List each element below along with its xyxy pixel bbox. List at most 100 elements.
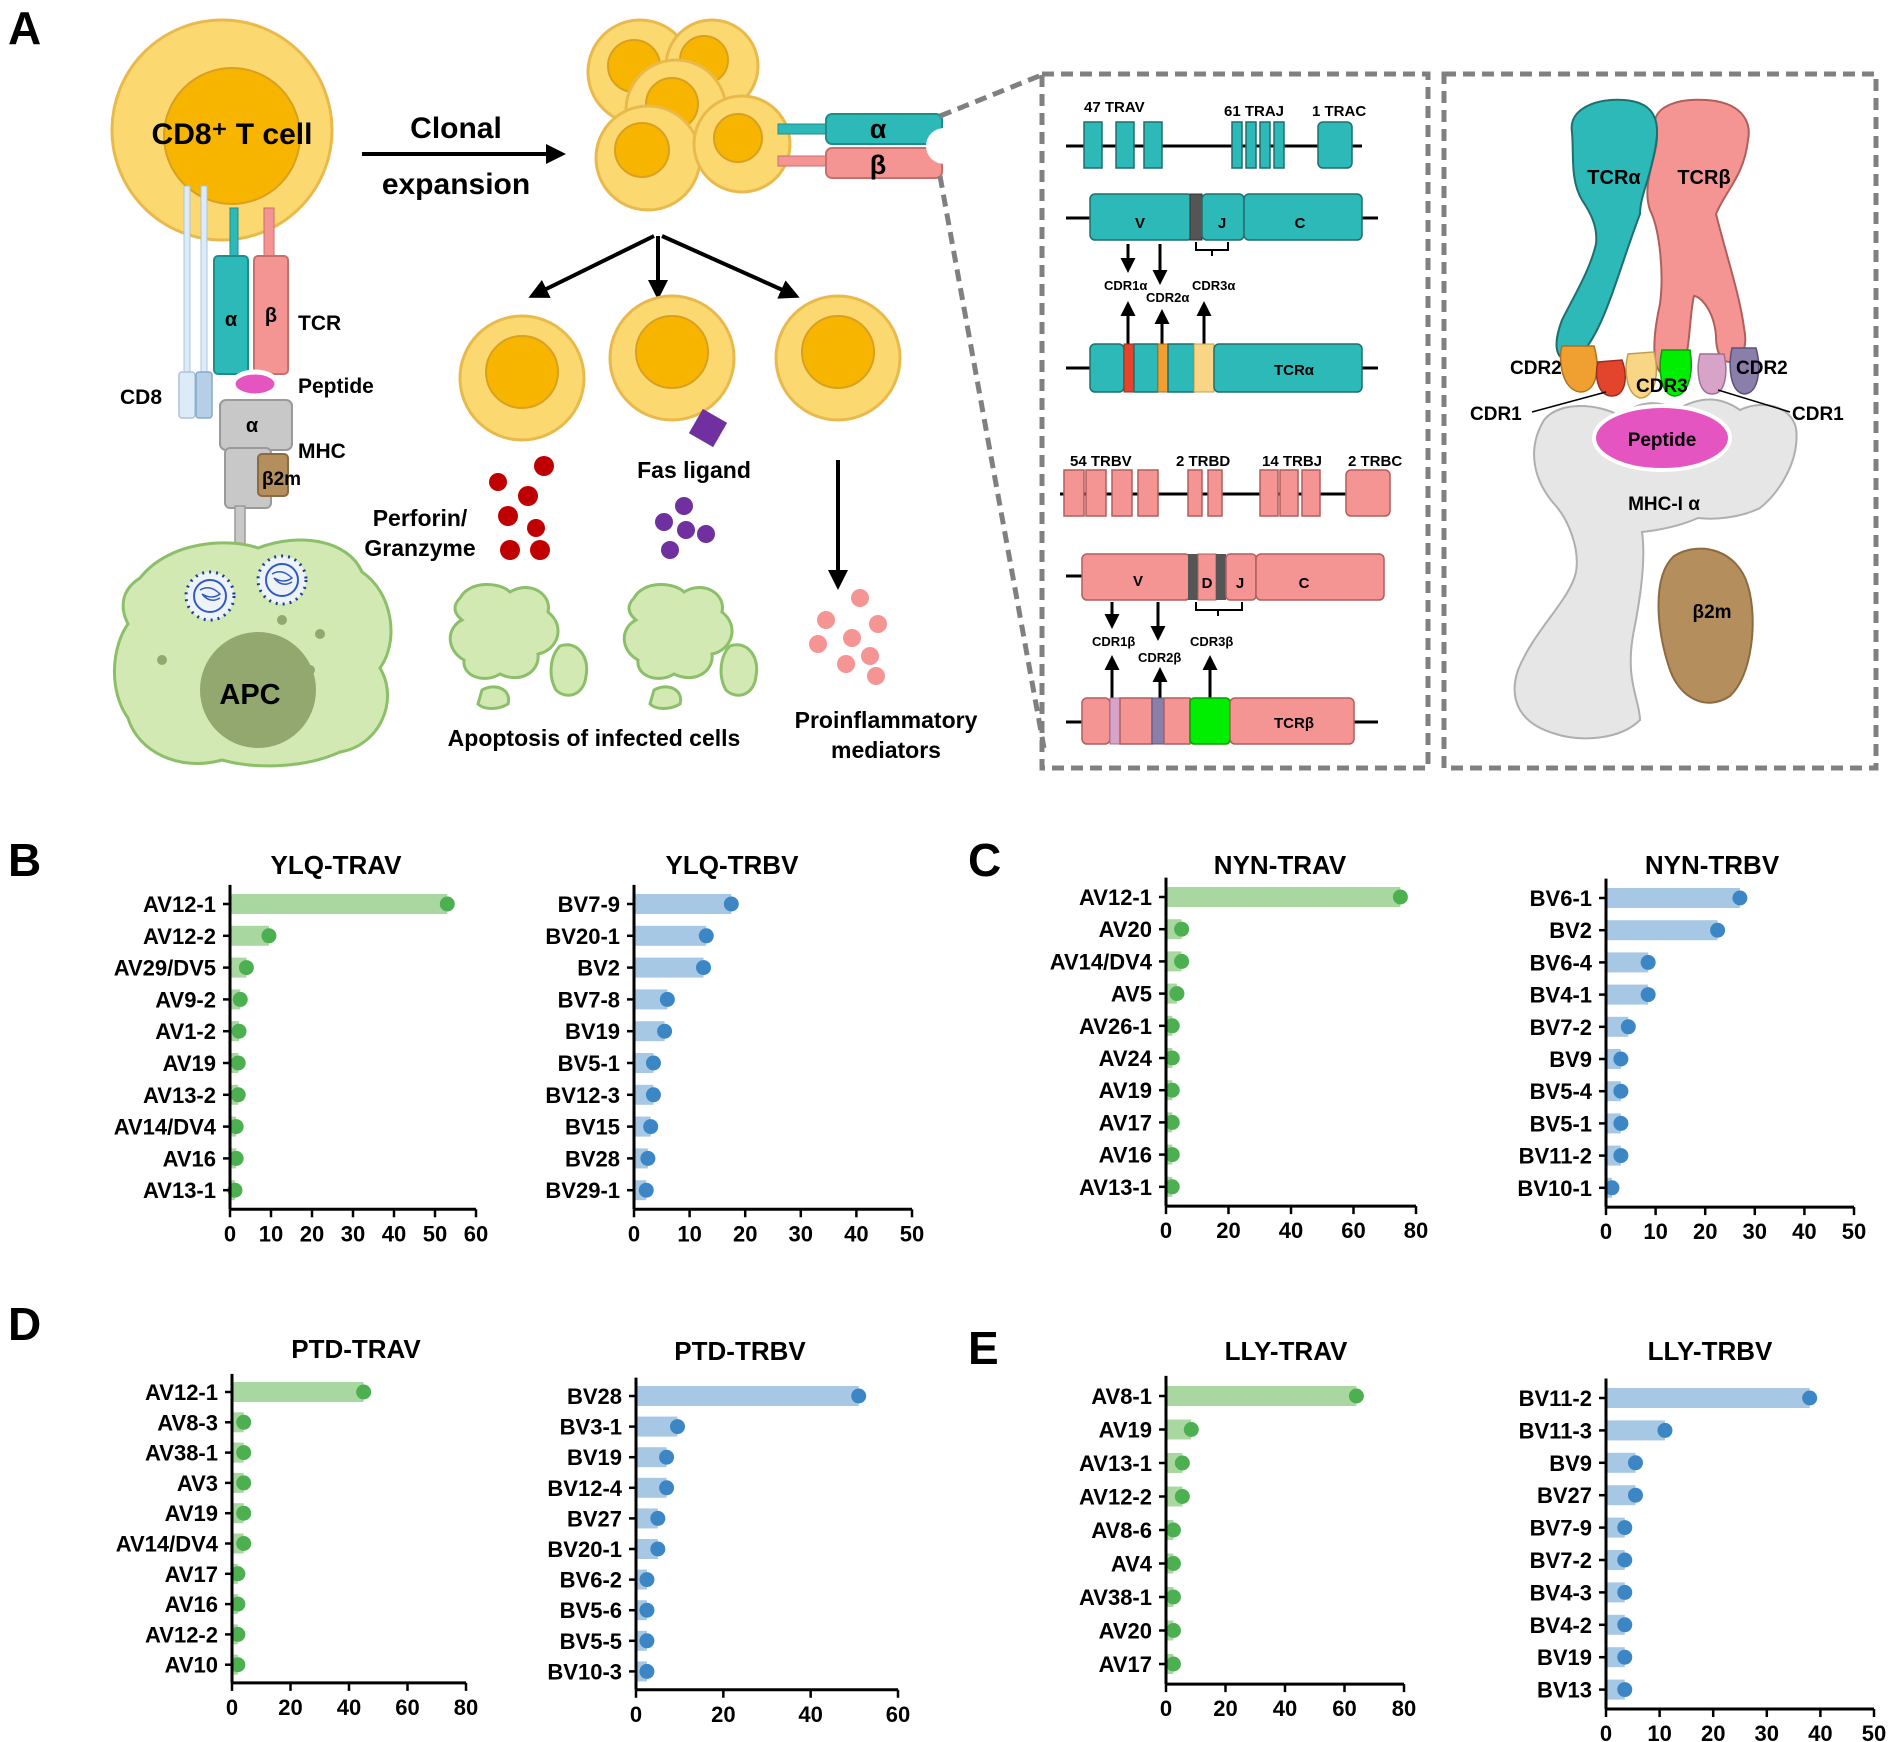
x-tick-label: 0 <box>1160 1218 1172 1243</box>
category-label: AV16 <box>1099 1143 1152 1168</box>
x-tick-label: 40 <box>382 1221 406 1246</box>
panel-label-c: C <box>968 834 1001 886</box>
tcr-alpha-chain <box>213 255 249 375</box>
struct-b2m-label: β2m <box>1692 602 1731 623</box>
chart-point <box>1627 1455 1643 1471</box>
trbj-label: 14 TRBJ <box>1262 453 1322 470</box>
chart-point <box>1174 1489 1190 1504</box>
x-tick-label: 40 <box>1273 1696 1297 1721</box>
chart-point <box>1617 1584 1633 1600</box>
panel-label-b: B <box>8 834 41 886</box>
chart-point <box>650 1510 666 1526</box>
chart-point <box>659 1449 675 1465</box>
gene-segment-box <box>1039 71 1431 771</box>
x-tick-label: 20 <box>1701 1721 1725 1742</box>
chart-point <box>236 1475 252 1491</box>
cd8-domain-2 <box>195 371 213 419</box>
category-label: AV19 <box>163 1051 216 1076</box>
x-tick-label: 40 <box>844 1221 868 1246</box>
category-label: AV16 <box>163 1146 216 1171</box>
traj-label: 61 TRAJ <box>1224 103 1284 120</box>
x-tick-label: 50 <box>900 1221 924 1246</box>
trbd-label: 2 TRBD <box>1176 453 1230 470</box>
beta-d-label: D <box>1202 575 1213 592</box>
chart-point <box>439 896 455 912</box>
chart-lly-trbv: LLY-TRBVBV11-2BV11-3BV9BV27BV7-9BV7-2BV4… <box>1519 1336 1887 1742</box>
x-tick-label: 0 <box>630 1702 642 1727</box>
cd8-stalk-2 <box>200 185 208 377</box>
x-tick-label: 0 <box>628 1221 640 1246</box>
chart-point <box>639 1602 655 1618</box>
tcr-beta-protein <box>1081 697 1355 745</box>
cdr1b-label: CDR1β <box>1092 634 1135 649</box>
chart-bar <box>636 1416 678 1437</box>
x-tick-label: 10 <box>677 1221 701 1246</box>
x-tick-label: 80 <box>1404 1218 1428 1243</box>
chart-point <box>1164 1114 1180 1130</box>
beta-rearranged <box>1081 553 1385 601</box>
mediators-label: mediators <box>831 737 941 763</box>
alpha-v-label: V <box>1135 215 1145 232</box>
category-label: BV5-1 <box>1530 1111 1592 1136</box>
chart-point <box>851 1388 867 1404</box>
x-tick-label: 60 <box>464 1221 488 1246</box>
chart-title: PTD-TRBV <box>674 1336 806 1366</box>
x-tick-label: 0 <box>1600 1721 1612 1742</box>
category-label: AV12-2 <box>143 924 216 949</box>
tcr-beta-stalk <box>263 207 275 259</box>
cdr3b-label: CDR3β <box>1190 634 1233 649</box>
category-label: BV10-1 <box>1517 1176 1592 1201</box>
chart-point <box>232 991 248 1007</box>
chart-title: NYN-TRBV <box>1645 850 1780 880</box>
category-label: BV5-4 <box>1530 1079 1593 1104</box>
chart-point <box>1169 986 1185 1002</box>
cdr2-loop-alpha <box>1559 345 1598 393</box>
perforin-label: Perforin/ <box>373 505 468 531</box>
category-label: BV27 <box>1537 1483 1592 1508</box>
category-label: AV12-1 <box>1079 885 1152 910</box>
x-tick-label: 20 <box>278 1695 302 1720</box>
chart-bar <box>1606 984 1649 1005</box>
category-label: AV19 <box>1099 1078 1152 1103</box>
panel-label-a: A <box>8 2 41 54</box>
chart-point <box>723 896 739 912</box>
category-label: BV19 <box>565 1019 620 1044</box>
chart-point <box>645 1087 661 1103</box>
chart-point <box>1392 889 1408 905</box>
category-label: BV9 <box>1549 1047 1592 1072</box>
granzyme-label: Granzyme <box>364 535 475 561</box>
category-label: AV13-1 <box>143 1178 216 1203</box>
struct-tcra-label: TCRα <box>1587 167 1641 189</box>
chart-title: LLY-TRAV <box>1225 1336 1348 1366</box>
x-tick-label: 40 <box>1808 1721 1832 1742</box>
category-label: AV17 <box>165 1562 218 1587</box>
tcr-alpha-stalk <box>229 207 239 259</box>
b2m-label: β2m <box>262 469 301 490</box>
chart-point <box>1164 1018 1180 1034</box>
trbv-label: 54 TRBV <box>1070 453 1132 470</box>
chart-point <box>1165 1656 1181 1672</box>
category-label: AV8-1 <box>1091 1384 1152 1409</box>
category-label: BV4-3 <box>1530 1580 1592 1605</box>
struct-b2m-shape <box>1657 547 1754 704</box>
chart-point <box>1613 1148 1629 1164</box>
cdr1-loop-beta <box>1697 353 1727 395</box>
chart-point <box>657 1023 673 1039</box>
fas-granules <box>655 497 715 559</box>
chart-point <box>639 1633 655 1649</box>
chart-title: YLQ-TRBV <box>666 850 800 880</box>
category-label: BV7-2 <box>1530 1015 1592 1040</box>
panel-a-diagram: A CD8⁺ T cell CD8 α β TCR Peptide α β2m … <box>8 2 1879 771</box>
cluster-tcr-cut <box>926 128 962 164</box>
chart-bar <box>1606 1485 1636 1506</box>
alpha-rearranged <box>1089 193 1363 241</box>
arrow-left <box>528 234 655 298</box>
category-label: BV7-9 <box>1530 1516 1592 1541</box>
chart-point <box>1165 1589 1181 1605</box>
chart-title: LLY-TRBV <box>1648 1336 1773 1366</box>
struct-peptide-label: Peptide <box>1628 430 1697 451</box>
cdr2-left-label: CDR2 <box>1510 358 1562 379</box>
chart-bar <box>1606 888 1740 908</box>
chart-point <box>1164 1082 1180 1098</box>
category-label: BV7-8 <box>558 987 620 1012</box>
